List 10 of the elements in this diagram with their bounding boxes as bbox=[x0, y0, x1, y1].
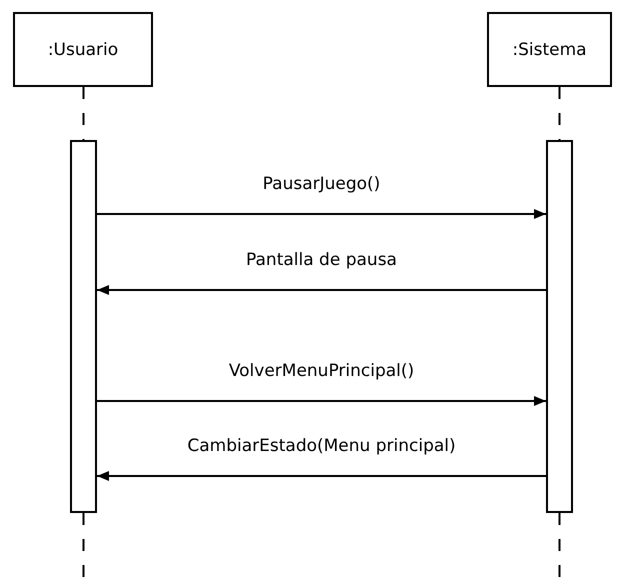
message-arrow bbox=[97, 471, 546, 481]
lifeline bbox=[558, 513, 560, 579]
message-arrow bbox=[97, 285, 546, 295]
lifeline-head-box: :Sistema bbox=[487, 12, 612, 87]
activation-bar bbox=[70, 140, 97, 513]
message-arrow bbox=[97, 209, 546, 219]
lifeline bbox=[82, 513, 84, 579]
message-arrow bbox=[97, 396, 546, 406]
activation-bar bbox=[546, 140, 573, 513]
lifeline-head-box: :Usuario bbox=[13, 12, 153, 87]
